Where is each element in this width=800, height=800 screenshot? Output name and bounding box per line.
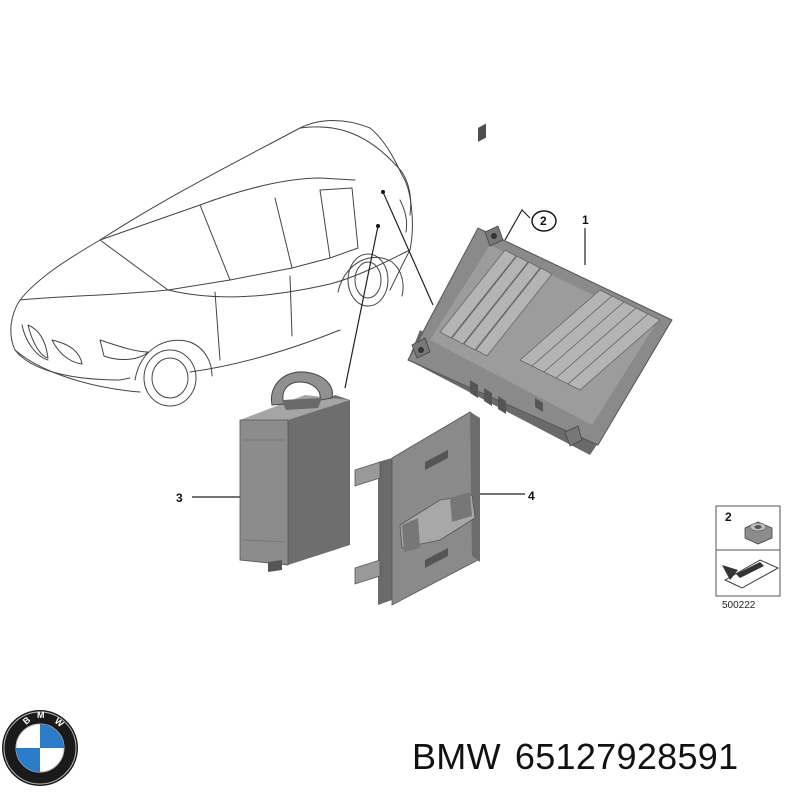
amplifier-module bbox=[407, 123, 673, 455]
callout-3: 3 bbox=[176, 491, 183, 505]
arrow-icon bbox=[722, 559, 780, 589]
callout-2: 2 bbox=[540, 214, 547, 228]
brand-name: BMW bbox=[412, 736, 501, 777]
callout-2-circle bbox=[531, 210, 557, 232]
legend-box: 2 bbox=[715, 505, 781, 597]
part-number: 65127928591 bbox=[514, 736, 739, 777]
diagram-code: 500222 bbox=[722, 600, 756, 611]
callout-1: 1 bbox=[582, 213, 589, 227]
car-outline bbox=[10, 120, 413, 407]
svg-text:B: B bbox=[21, 714, 33, 726]
control-unit bbox=[239, 371, 350, 572]
callout-4: 4 bbox=[528, 489, 535, 503]
legend-part-number: 2 bbox=[725, 510, 732, 524]
leader-lines bbox=[192, 191, 586, 498]
bracket bbox=[354, 411, 480, 606]
nut-icon bbox=[744, 521, 773, 545]
bmw-logo-icon: B M W bbox=[2, 710, 78, 786]
brand-part-number: BMW 65127928591 bbox=[412, 732, 792, 782]
svg-text:M: M bbox=[37, 710, 45, 720]
